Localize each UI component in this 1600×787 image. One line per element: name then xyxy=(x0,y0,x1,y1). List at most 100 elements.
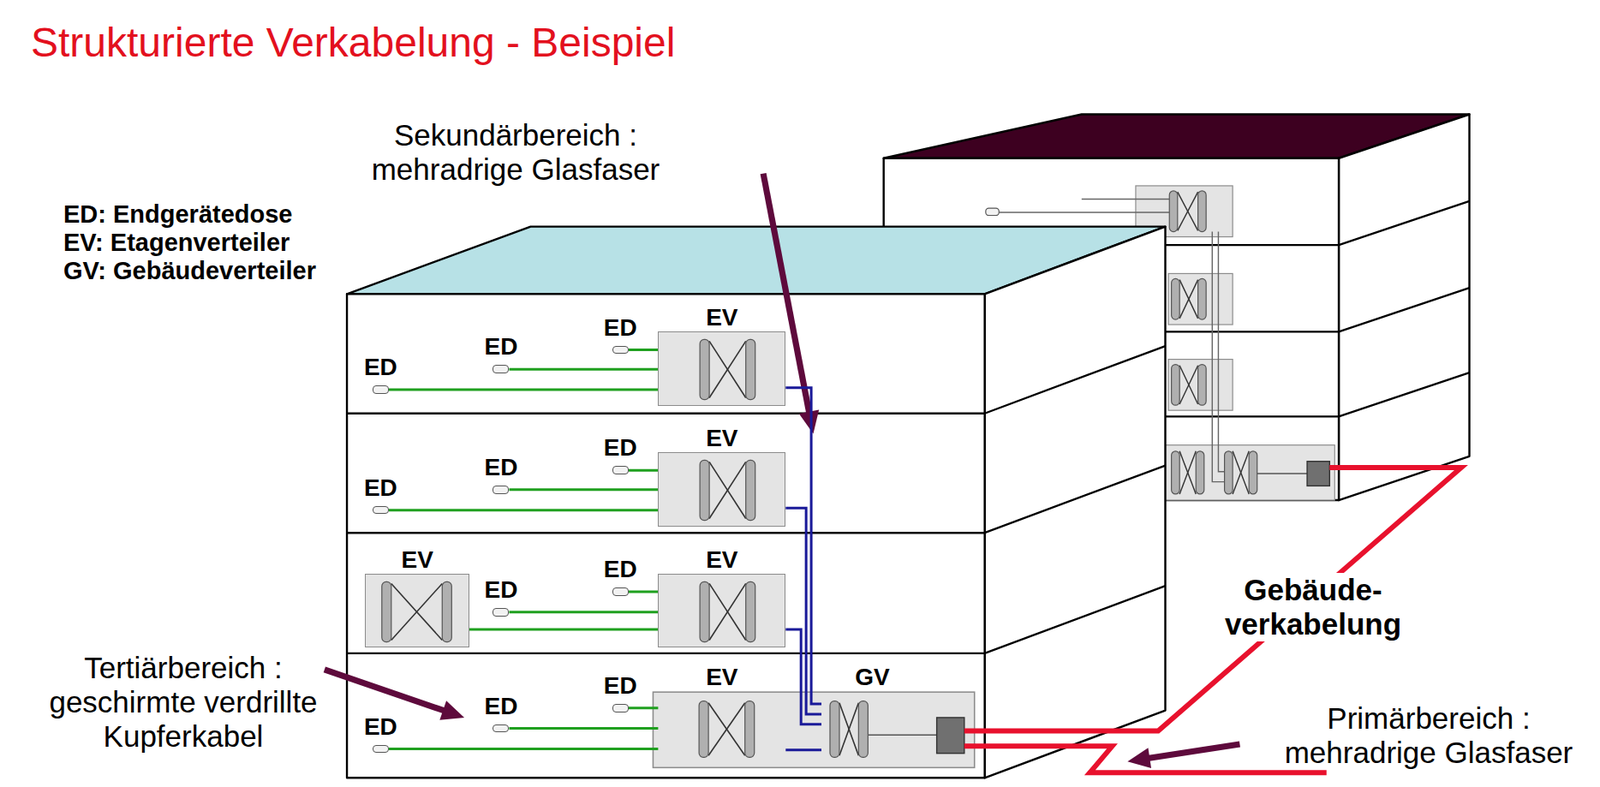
patch-field xyxy=(821,694,924,765)
primary-fiber-cable xyxy=(964,467,1462,732)
area-callout-box: Sekundärbereich : mehradrige Glasfaser xyxy=(352,118,679,187)
copper-cable xyxy=(628,469,659,472)
floor-distributor: EV xyxy=(657,573,786,649)
fiber-cable xyxy=(785,629,822,725)
abbreviation-key: ED: Endgerätedose xyxy=(63,200,347,229)
patch-bar xyxy=(858,701,868,759)
patch-field xyxy=(658,453,787,528)
patch-bar xyxy=(382,581,392,642)
front-front-wall xyxy=(346,293,986,778)
patch-line xyxy=(1232,451,1249,495)
patch-bar xyxy=(700,581,711,642)
patch-bar xyxy=(746,340,756,400)
patch-line xyxy=(1177,191,1199,231)
copper-cable xyxy=(388,388,659,392)
outlet-socket: ED xyxy=(492,608,509,617)
patch-bar xyxy=(1171,364,1181,406)
copper-cable xyxy=(628,706,659,710)
floor-distributor: EV xyxy=(657,331,786,406)
callout-arrow xyxy=(324,669,446,711)
outlet-socket: ED xyxy=(612,346,629,355)
rear-floor-distributor xyxy=(1168,273,1233,325)
patch-line xyxy=(710,583,747,640)
abbreviation-key: GV: Gebäudeverteiler xyxy=(63,256,347,286)
distributor-label: EV xyxy=(705,665,738,690)
front-building xyxy=(346,226,1165,779)
copper-cable xyxy=(508,727,658,730)
copper-cable xyxy=(508,610,658,614)
arrow-head xyxy=(1127,747,1152,769)
area-callout: Sekundärbereich : mehradrige Glasfaser xyxy=(352,118,679,187)
panel-cable xyxy=(868,734,938,735)
patch-bar xyxy=(746,581,756,642)
outlet-socket: ED xyxy=(492,724,509,734)
copper-cable xyxy=(628,348,659,352)
patch-line xyxy=(710,461,747,519)
copper-cable xyxy=(388,747,659,751)
fiber-cable xyxy=(785,388,822,705)
area-callout: Tertiärbereich : geschirmte verdrillte K… xyxy=(29,650,338,754)
patch-cross xyxy=(1177,191,1249,495)
rear-cable xyxy=(1081,198,1170,200)
rear-side-wall xyxy=(1338,113,1469,501)
floor-line xyxy=(1338,372,1469,417)
patch-bar xyxy=(1169,191,1178,233)
floor-line xyxy=(985,585,1166,654)
patch-field xyxy=(658,332,787,407)
rear-floor-distributor xyxy=(1168,359,1233,412)
outlet-label: ED xyxy=(603,316,638,341)
patch-line xyxy=(1179,280,1198,319)
patch-line xyxy=(709,703,747,757)
patch-line xyxy=(1177,191,1199,231)
floor-distributor: EV xyxy=(657,694,786,765)
copper-cable xyxy=(508,368,658,371)
front-side-wall xyxy=(985,226,1166,779)
area-callout-box: Tertiärbereich : geschirmte verdrillte K… xyxy=(29,650,338,754)
title-box: Strukturierte Verkabelung - Beispiel xyxy=(30,18,1145,66)
patch-line xyxy=(710,583,747,640)
outlet-label: ED xyxy=(603,435,638,460)
floor-line xyxy=(346,412,986,415)
patch-bar xyxy=(1198,278,1207,320)
patch-bar xyxy=(1198,364,1207,406)
patch-field xyxy=(365,574,471,650)
patch-line xyxy=(1232,451,1249,495)
outlet-socket: ED xyxy=(492,364,509,374)
rear-outlet-socket xyxy=(985,208,999,215)
rear-cable xyxy=(1217,232,1224,472)
outlet-label: ED xyxy=(483,334,518,359)
outlet-socket: ED xyxy=(612,465,629,475)
outlet-label: ED xyxy=(364,355,398,380)
outlet-socket: ED xyxy=(612,587,629,597)
patch-line xyxy=(1179,280,1198,319)
patch-bar xyxy=(700,340,711,400)
patch-bar xyxy=(1195,451,1205,495)
floor-line xyxy=(346,531,986,534)
patch-bar xyxy=(700,459,711,520)
patch-line xyxy=(1179,451,1196,495)
outlet-label: ED xyxy=(603,557,638,582)
patch-bar xyxy=(1171,451,1181,495)
abbreviation-key-box: EV: Etagenverteiler xyxy=(63,228,347,257)
floor-line xyxy=(985,465,1166,534)
patch-line xyxy=(391,583,442,640)
patch-line xyxy=(710,461,747,519)
patch-bar xyxy=(746,459,756,520)
primary-fiber-cable xyxy=(964,746,1327,773)
outlet-label: ED xyxy=(364,476,398,501)
fiber-cable xyxy=(785,507,822,715)
abbreviation-key-box: GV: Gebäudeverteiler xyxy=(63,256,347,286)
floor-line xyxy=(346,652,986,655)
floor-distributor: EV xyxy=(364,573,470,649)
cabling-callout: Gebäude- verkabelung xyxy=(1214,573,1412,642)
patch-line xyxy=(839,703,859,757)
cabling-callout-box: Gebäude- verkabelung xyxy=(1214,573,1412,642)
patch-line xyxy=(391,583,442,640)
abbreviation-key: EV: Etagenverteiler xyxy=(63,228,347,257)
patch-line xyxy=(709,703,747,757)
patch-bars xyxy=(1169,191,1257,495)
patch-field xyxy=(658,574,787,650)
outlet-label: ED xyxy=(483,694,518,719)
patch-bar xyxy=(1248,451,1258,495)
